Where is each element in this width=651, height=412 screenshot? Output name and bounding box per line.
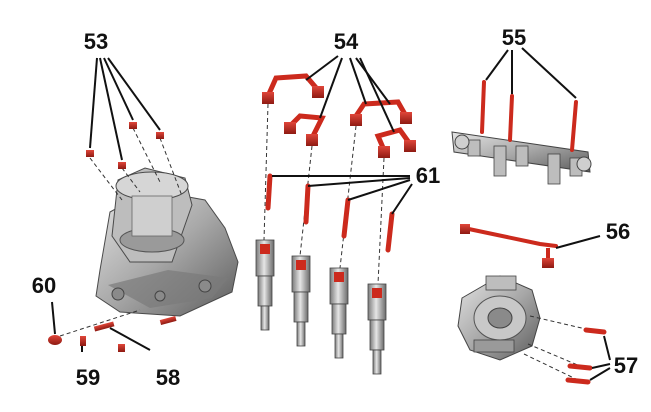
connector-tubes-61	[265, 173, 395, 253]
callout-59: 59	[75, 365, 101, 390]
bolt-paths-53	[89, 127, 183, 201]
fuel-rail	[451, 131, 592, 185]
callout-60: 60	[31, 273, 57, 298]
pump-bolts-57	[565, 327, 607, 385]
small-parts-58-59-60	[48, 309, 177, 352]
leader-lines-55	[485, 47, 577, 99]
high-pressure-pipes-54	[265, 73, 413, 153]
callout-54: 54	[333, 29, 359, 54]
pipe-paths-61	[263, 103, 385, 285]
leader-lines-54	[305, 55, 395, 133]
leader-lines-57	[589, 335, 611, 381]
pump-housing	[95, 167, 239, 317]
callout-53: 53	[83, 29, 109, 54]
leader-line-56	[555, 235, 601, 249]
callout-55: 55	[501, 25, 527, 50]
callout-58: 58	[155, 365, 181, 390]
leader-lines-53	[89, 57, 161, 161]
leader-lines-61	[272, 175, 413, 215]
return-line-56	[460, 224, 558, 268]
callout-57: 57	[613, 353, 639, 378]
bolt-paths-57	[523, 315, 591, 381]
bolts-53	[86, 122, 164, 169]
callout-56: 56	[605, 219, 631, 244]
high-pressure-pump	[457, 275, 541, 361]
leader-lines-58-59-60	[51, 301, 151, 352]
rail-bolts-55	[480, 80, 578, 152]
callout-61: 61	[415, 163, 441, 188]
pipe-fittings-54	[262, 86, 416, 158]
injectors	[255, 239, 387, 375]
